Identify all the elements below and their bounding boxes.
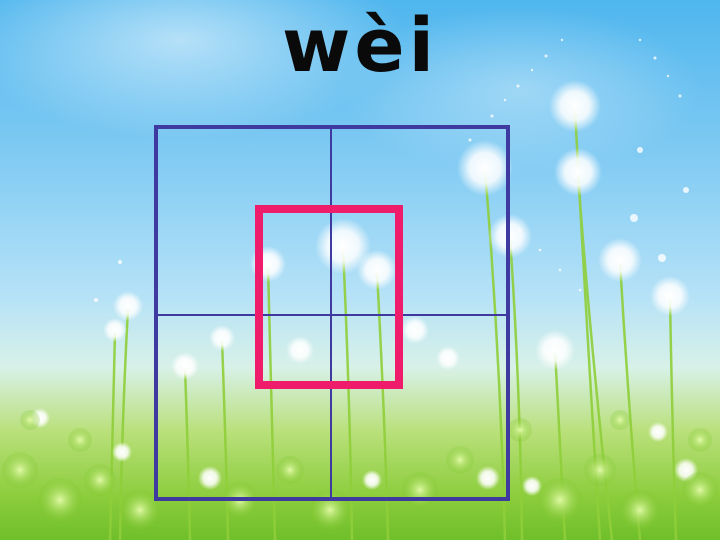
tian-character-grid — [154, 125, 510, 501]
pinyin-heading: wèi — [282, 3, 438, 89]
grass-bokeh — [2, 410, 718, 530]
character-highlight-box — [255, 205, 403, 389]
grid-horizontal-centerline — [158, 314, 506, 316]
dandelion-puffs — [30, 80, 698, 496]
grid-vertical-centerline — [330, 129, 332, 497]
